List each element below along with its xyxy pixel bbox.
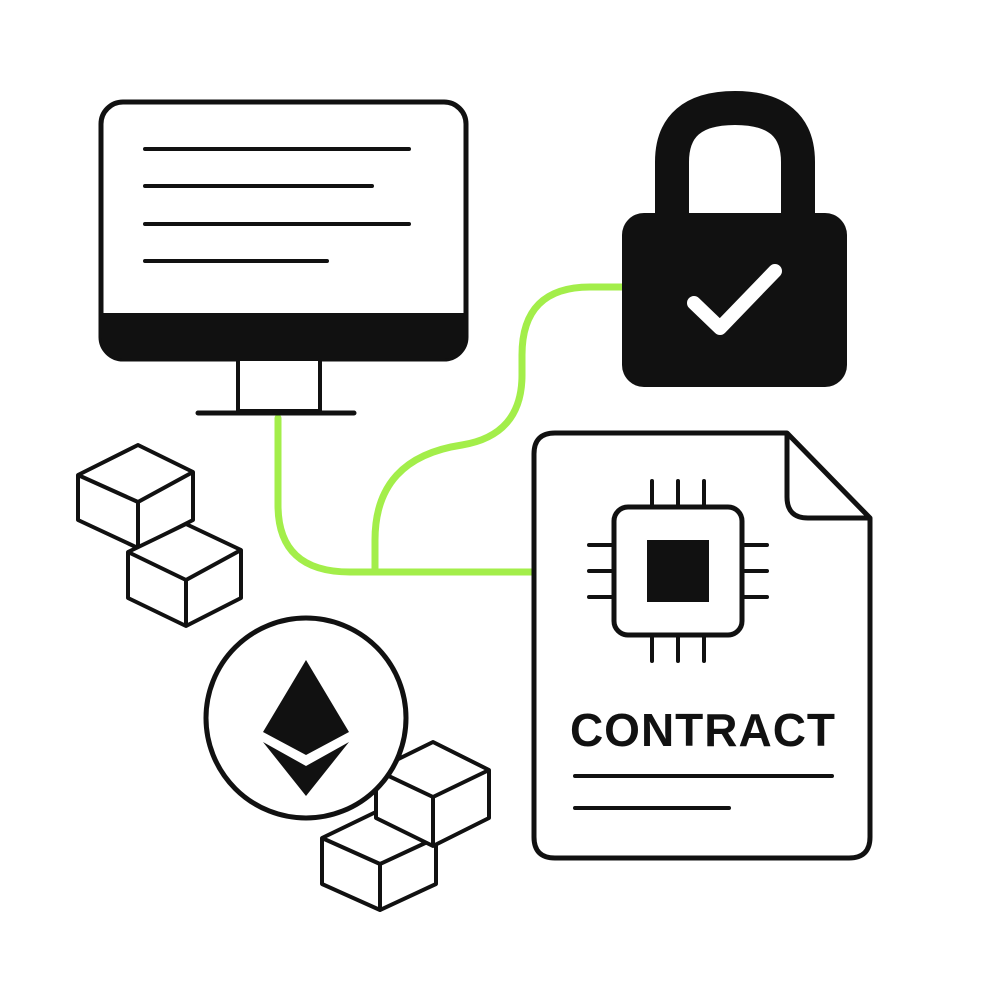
padlock-check-icon (622, 90, 847, 387)
cube-1 (76, 443, 195, 550)
connector-lines (274, 283, 626, 576)
monitor-text-lines (143, 147, 411, 263)
cube-4 (374, 740, 491, 848)
padlock-body (622, 213, 847, 387)
contract-text-lines (573, 774, 834, 810)
chip-core (647, 540, 709, 602)
ethereum-icon (203, 615, 409, 821)
cube-2 (126, 522, 243, 628)
contract-page-fold (784, 433, 870, 521)
chip-icon (587, 479, 769, 663)
monitor-neck (236, 357, 322, 413)
monitor-icon (98, 99, 469, 416)
ethereum-upper (263, 660, 349, 755)
contract-label: CONTRACT (570, 704, 836, 756)
blocks-icon (76, 443, 243, 628)
check-icon (687, 264, 782, 335)
padlock-shackle (655, 90, 815, 222)
monitor-bezel (101, 313, 466, 359)
contract-document-icon: CONTRACT (531, 430, 873, 861)
ethereum-lower (263, 742, 349, 796)
blocks-lower (320, 740, 491, 912)
connector-monitor-to-contract (274, 414, 536, 576)
connector-lock-to-junction (371, 283, 626, 576)
